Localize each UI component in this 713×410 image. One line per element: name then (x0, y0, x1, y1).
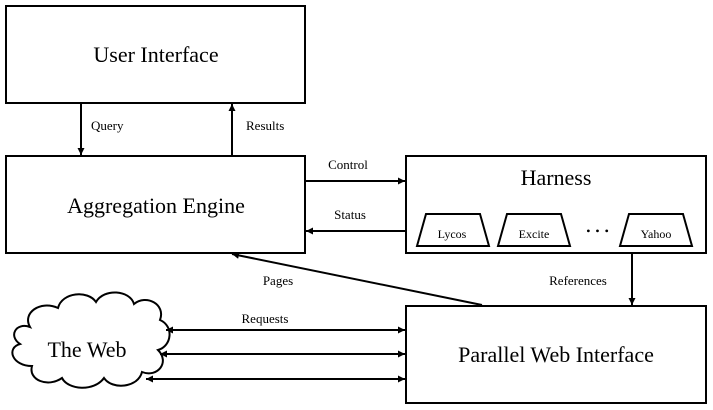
parallel-web-interface-label: Parallel Web Interface (458, 342, 654, 367)
results-label: Results (246, 118, 284, 133)
pages-arrow: Pages (231, 251, 483, 306)
harness-box: Harness Lycos Excite • • • Yahoo (405, 155, 707, 254)
harness-label: Harness (521, 165, 592, 190)
engine-excite: Excite (496, 213, 572, 247)
parallel-web-interface-box: Parallel Web Interface (405, 305, 707, 404)
requests-label: Requests (242, 311, 289, 326)
aggregation-engine-box: Aggregation Engine (5, 155, 306, 254)
control-arrow: Control (306, 157, 405, 185)
control-label: Control (328, 157, 368, 172)
engine-lycos: Lycos (415, 213, 491, 247)
user-interface-label: User Interface (93, 42, 218, 67)
ellipsis-dots: • • • (586, 224, 610, 238)
results-arrow: Results (228, 104, 284, 155)
status-arrow: Status (306, 207, 405, 235)
engine-yahoo: Yahoo (618, 213, 694, 247)
user-interface-box: User Interface (5, 5, 306, 104)
engine-lycos-label: Lycos (438, 227, 467, 241)
engine-excite-label: Excite (519, 227, 550, 241)
the-web-label: The Web (47, 337, 126, 362)
aggregation-engine-label: Aggregation Engine (67, 193, 245, 218)
pages-label: Pages (263, 273, 293, 288)
engine-yahoo-label: Yahoo (641, 227, 672, 241)
the-web-cloud: The Web (11, 291, 171, 389)
status-label: Status (334, 207, 366, 222)
query-label: Query (91, 118, 124, 133)
requests-arrows: Requests (146, 311, 405, 383)
references-label: References (549, 273, 607, 288)
query-arrow: Query (77, 104, 124, 155)
references-arrow: References (549, 254, 636, 305)
